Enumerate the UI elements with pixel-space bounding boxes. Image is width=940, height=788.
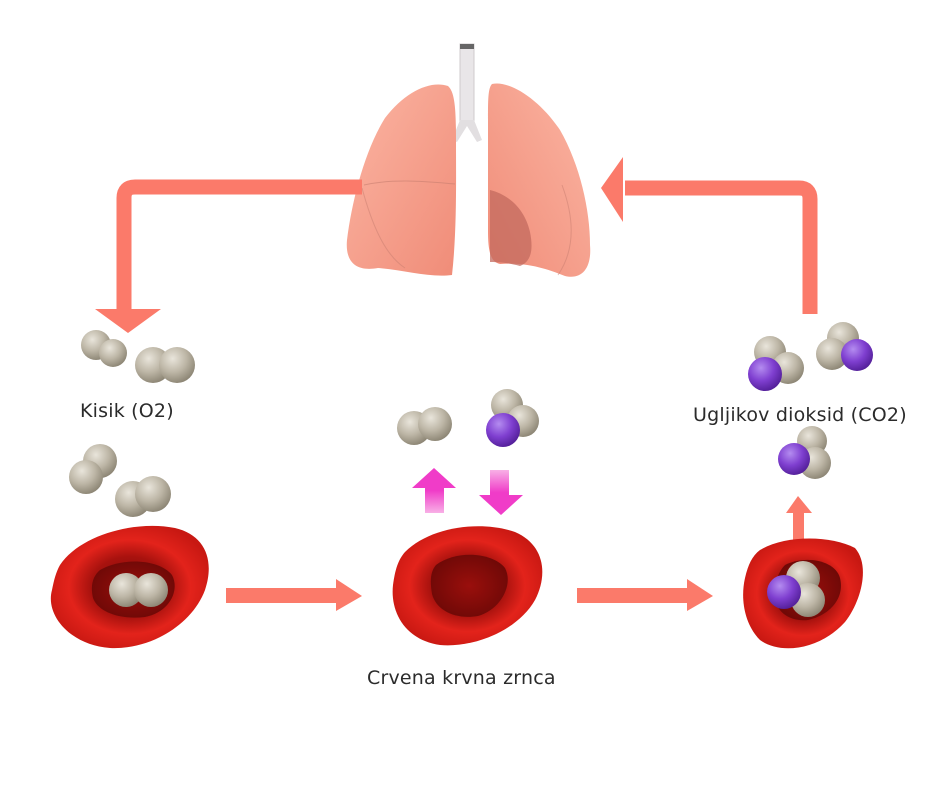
oxygen-molecule bbox=[115, 476, 171, 517]
carbon-dioxide-label: Ugljikov dioksid (CO2) bbox=[693, 404, 907, 426]
red-blood-cell-icon bbox=[743, 538, 863, 649]
flow-arrow-lungs-to-oxygen bbox=[95, 179, 362, 333]
left-lung bbox=[346, 84, 457, 276]
co2-molecule bbox=[748, 336, 804, 391]
flow-arrow-co2-to-lungs bbox=[601, 157, 818, 314]
co2-molecule bbox=[778, 426, 831, 479]
right-lung-cardiac-notch bbox=[490, 190, 532, 266]
oxygen-molecule bbox=[397, 407, 452, 445]
oxygen-molecule bbox=[81, 330, 127, 367]
oxygen-label: Kisik (O2) bbox=[80, 400, 174, 422]
co2-uptake-arrow bbox=[479, 470, 523, 515]
flow-arrow-rbc1-to-rbc2 bbox=[226, 579, 362, 611]
flow-arrow-rbc3-to-co2 bbox=[786, 496, 812, 550]
co2-molecule bbox=[816, 322, 873, 371]
left-lung-fissure bbox=[363, 180, 456, 186]
co2-molecule bbox=[767, 561, 825, 617]
red-blood-cell-icon bbox=[50, 525, 209, 649]
oxygen-molecule bbox=[109, 573, 168, 607]
red-blood-cell-icon bbox=[392, 526, 543, 646]
bronchi bbox=[452, 120, 482, 142]
lungs-icon bbox=[346, 43, 591, 277]
flow-arrow-rbc2-to-rbc3 bbox=[577, 579, 713, 611]
red-blood-cell-label: Crvena krvna zrnca bbox=[367, 667, 556, 689]
oxygen-molecule bbox=[135, 347, 195, 383]
co2-molecule bbox=[486, 389, 539, 447]
oxygen-molecule bbox=[69, 444, 117, 494]
trachea-top bbox=[460, 44, 474, 49]
oxygen-release-arrow bbox=[412, 468, 456, 513]
trachea bbox=[459, 43, 475, 125]
